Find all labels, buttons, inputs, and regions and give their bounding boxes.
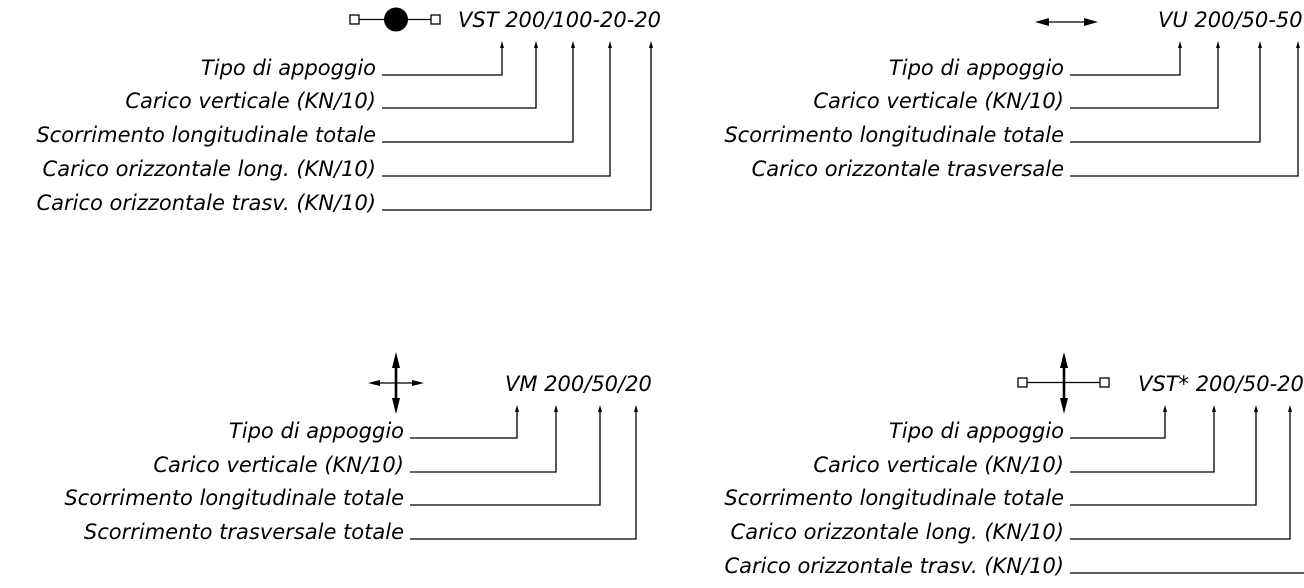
legend-vst: VST 200/100-20-20 Tipo di appoggio Caric… [36, 7, 661, 215]
label-tipo-appoggio: Tipo di appoggio [201, 56, 376, 80]
label-carico-orizzontale-trasversale: Carico orizzontale trasversale [752, 157, 1064, 181]
label-carico-verticale: Carico verticale (KN/10) [125, 89, 376, 113]
label-scorrimento-longitudinale: Scorrimento longitudinale totale [724, 486, 1064, 510]
label-carico-orizzontale-long: Carico orizzontale long. (KN/10) [731, 520, 1064, 544]
bearing-code: VU 200/50-50 [1158, 8, 1303, 32]
bearing-multidirectional-guided-icon [349, 7, 441, 32]
bearing-guided-special-icon [1017, 352, 1110, 414]
bearing-code: VST* 200/50-20 [1138, 372, 1304, 396]
label-carico-verticale: Carico verticale (KN/10) [153, 453, 404, 477]
label-scorrimento-longitudinale: Scorrimento longitudinale totale [64, 486, 404, 510]
legend-vst-star: VST* 200/50-20 Tipo di appoggio Carico v… [724, 352, 1304, 578]
label-carico-verticale: Carico verticale (KN/10) [813, 89, 1064, 113]
bearing-code: VM 200/50/20 [505, 372, 652, 396]
label-scorrimento-longitudinale: Scorrimento longitudinale totale [724, 123, 1064, 147]
label-carico-orizzontale-trasv: Carico orizzontale trasv. (KN/10) [36, 191, 376, 215]
label-tipo-appoggio: Tipo di appoggio [889, 419, 1064, 443]
bearing-unidirectional-icon [1035, 18, 1098, 26]
label-scorrimento-trasversale: Scorrimento trasversale totale [84, 520, 404, 544]
label-tipo-appoggio: Tipo di appoggio [889, 56, 1064, 80]
label-carico-orizzontale-long: Carico orizzontale long. (KN/10) [43, 157, 376, 181]
legend-vu: VU 200/50-50 Tipo di appoggio Carico ver… [724, 8, 1302, 181]
legend-vm: VM 200/50/20 Tipo di appoggio Carico ver… [64, 352, 652, 544]
label-carico-verticale: Carico verticale (KN/10) [813, 453, 1064, 477]
leader-lines [410, 405, 638, 540]
bearing-code: VST 200/100-20-20 [458, 8, 661, 32]
label-carico-orizzontale-trasv: Carico orizzontale trasv. (KN/10) [724, 554, 1064, 578]
leader-lines [1070, 405, 1304, 574]
leader-lines [1070, 41, 1300, 177]
label-scorrimento-longitudinale: Scorrimento longitudinale totale [36, 123, 376, 147]
label-tipo-appoggio: Tipo di appoggio [229, 419, 404, 443]
bearing-multidirectional-icon [368, 352, 424, 414]
leader-lines [382, 41, 653, 211]
